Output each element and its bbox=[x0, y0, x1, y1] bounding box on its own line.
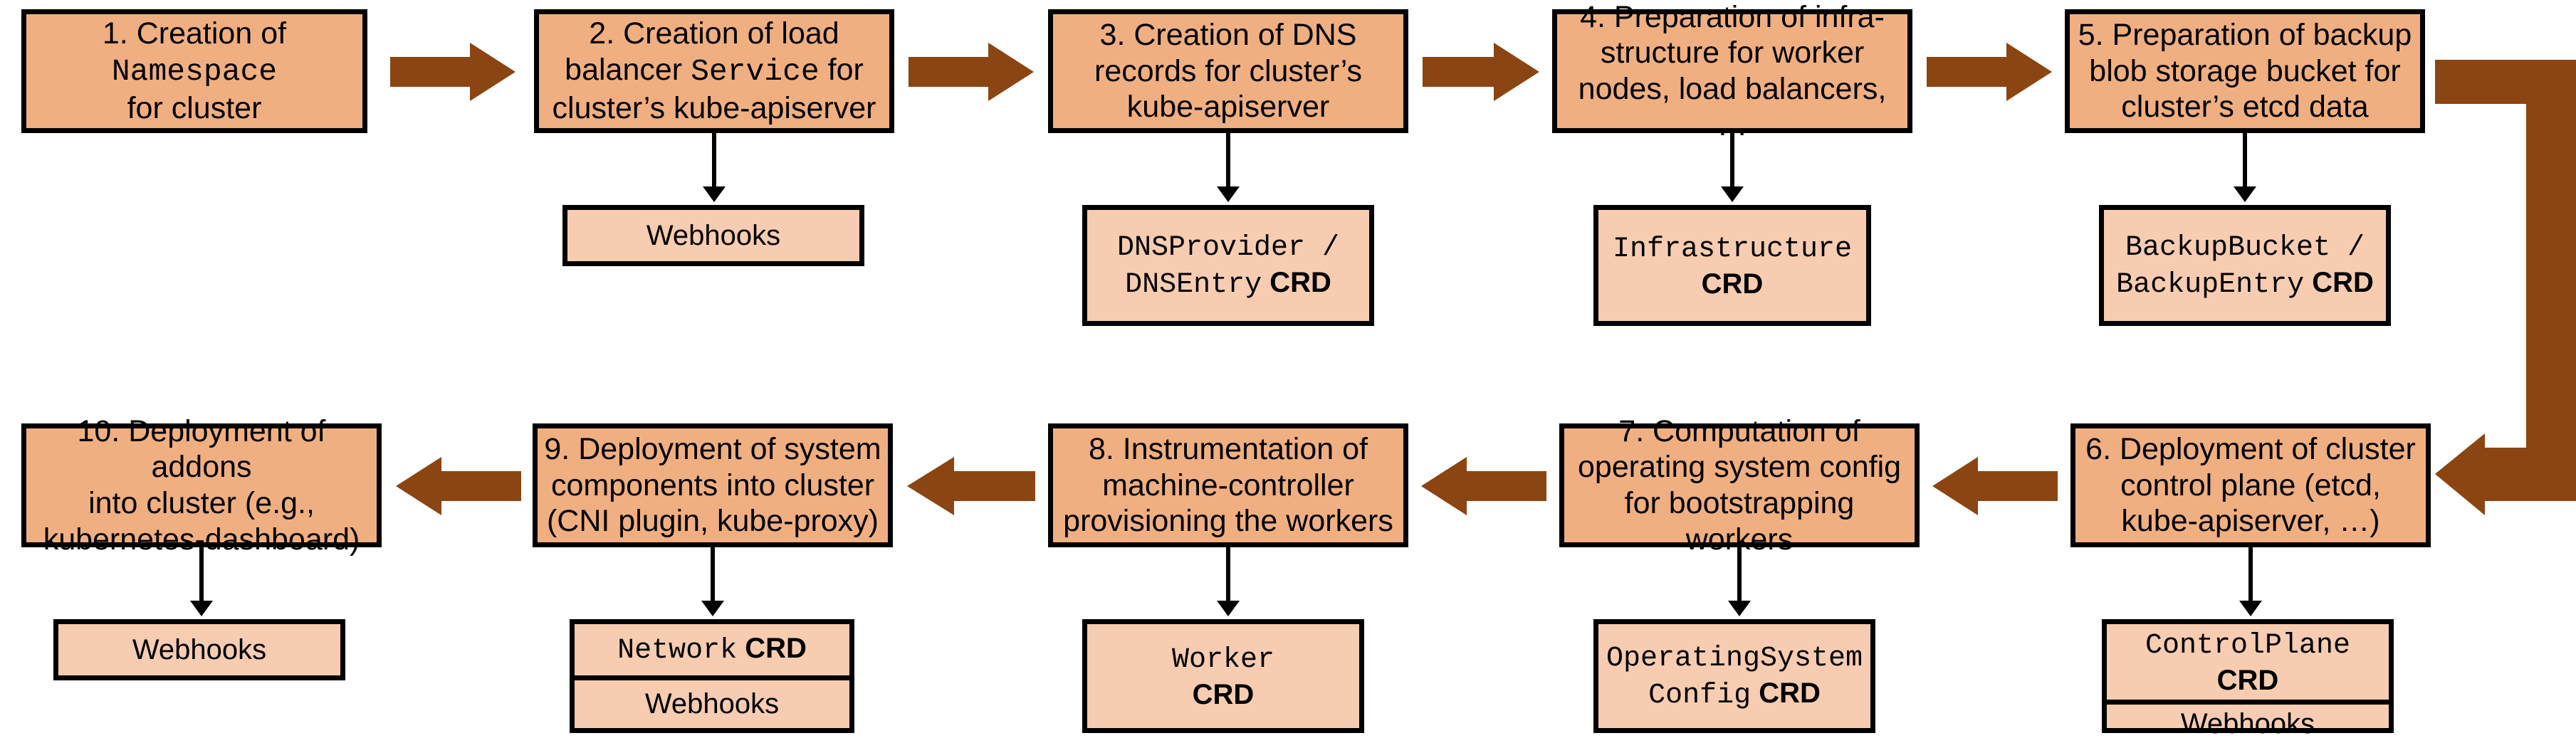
step-box-6[interactable]: 6. Deployment of cluster control plane (… bbox=[2070, 423, 2431, 547]
step-2-line-1: 2. Creation of load bbox=[589, 16, 839, 51]
artifact-cell-webhooks: Webhooks bbox=[575, 675, 849, 729]
connector-head-step-9 bbox=[701, 601, 724, 616]
step-1-line-3: for cluster bbox=[127, 90, 262, 125]
step-10-text: 10. Deployment of addons into cluster (e… bbox=[32, 413, 371, 558]
flow-arrow-1-to-2 bbox=[390, 43, 515, 101]
step-9-line-3: (CNI plugin, kube-proxy) bbox=[546, 504, 879, 539]
connector-step-5 bbox=[2243, 133, 2247, 191]
step-10-line-2: into cluster (e.g., bbox=[88, 486, 315, 520]
step-4-line-3: nodes, load balancers, … bbox=[1578, 72, 1887, 142]
step-3-line-3: kube-apiserver bbox=[1126, 90, 1330, 125]
step-1-line-1: 1. Creation of bbox=[102, 16, 287, 51]
step-6-line-2: control plane (etcd, bbox=[2120, 468, 2381, 502]
step-4-line-1: 4. Preparation of infra- bbox=[1580, 0, 1885, 34]
step-1-text: 1. Creation of Namespace for cluster bbox=[32, 16, 357, 126]
connector-head-step-10 bbox=[190, 601, 213, 616]
step-box-1[interactable]: 1. Creation of Namespace for cluster bbox=[21, 9, 367, 133]
flow-arrow-7-to-8 bbox=[1421, 457, 1546, 515]
step-3-line-1: 3. Creation of DNS bbox=[1099, 17, 1357, 52]
artifact-cell-osc-crd: OperatingSystem Config CRD bbox=[1606, 643, 1863, 712]
step-9-text: 9. Deployment of system components into … bbox=[543, 431, 882, 539]
step-5-line-3: cluster’s etcd data bbox=[2121, 90, 2369, 125]
artifact-box-step-3[interactable]: DNSProvider / DNSEntry CRD bbox=[1082, 205, 1374, 326]
step-box-4[interactable]: 4. Preparation of infra- structure for w… bbox=[1552, 0, 1912, 142]
step-6-line-3: kube-apiserver, …) bbox=[2121, 504, 2380, 539]
step-8-line-2: machine-controller bbox=[1102, 468, 1354, 502]
artifact-cell-backupbucket-crd: BackupBucket / BackupEntry CRD bbox=[2116, 232, 2374, 301]
step-box-7[interactable]: 7. Computation of operating system confi… bbox=[1559, 414, 1920, 557]
step-9-line-2: components into cluster bbox=[550, 468, 875, 502]
artifact-cell-controlplane-crd: ControlPlane CRD bbox=[2145, 630, 2351, 696]
step-3-line-2: records for cluster’s bbox=[1094, 53, 1362, 88]
artifact-box-step-5[interactable]: BackupBucket / BackupEntry CRD bbox=[2099, 205, 2391, 326]
connector-step-3 bbox=[1226, 133, 1230, 191]
artifact-cell-network-crd: Network CRD bbox=[617, 632, 807, 667]
connector-step-2 bbox=[712, 133, 716, 191]
connector-head-step-8 bbox=[1217, 601, 1240, 616]
step-6-line-1: 6. Deployment of cluster bbox=[2085, 431, 2416, 466]
artifact-cell-webhooks: Webhooks bbox=[646, 220, 781, 251]
artifact-box-step-8[interactable]: Worker CRD bbox=[1082, 619, 1364, 733]
step-5-text: 5. Preparation of backup blob storage bu… bbox=[2075, 17, 2414, 125]
connector-step-8 bbox=[1226, 547, 1230, 606]
step-10-line-1: 10. Deployment of addons bbox=[77, 413, 326, 485]
artifact-cell-webhooks: Webhooks bbox=[132, 634, 267, 665]
connector-step-7 bbox=[1737, 547, 1742, 606]
step-3-text: 3. Creation of DNS records for cluster’s… bbox=[1059, 17, 1398, 125]
step-2-line-3: cluster’s kube-apiserver bbox=[552, 90, 876, 125]
artifact-box-step-4[interactable]: Infrastructure CRD bbox=[1593, 205, 1871, 326]
step-8-line-1: 8. Instrumentation of bbox=[1089, 431, 1368, 466]
step-8-line-3: provisioning the workers bbox=[1063, 504, 1393, 539]
connector-head-step-2 bbox=[703, 186, 726, 202]
artifact-cell-webhooks: Webhooks bbox=[2107, 700, 2389, 743]
flow-arrow-5-to-6 bbox=[2435, 60, 2576, 515]
step-8-text: 8. Instrumentation of machine-controller… bbox=[1059, 431, 1398, 539]
step-box-9[interactable]: 9. Deployment of system components into … bbox=[533, 423, 893, 547]
flow-arrow-9-to-10 bbox=[396, 457, 521, 515]
step-box-3[interactable]: 3. Creation of DNS records for cluster’s… bbox=[1048, 9, 1408, 133]
step-9-line-1: 9. Deployment of system bbox=[544, 431, 881, 466]
connector-head-step-6 bbox=[2239, 601, 2262, 616]
step-5-line-2: blob storage bucket for bbox=[2089, 53, 2401, 88]
step-1-line-2: Namespace bbox=[111, 54, 278, 90]
connector-head-step-5 bbox=[2234, 186, 2256, 202]
flow-arrow-6-to-7 bbox=[1932, 457, 2058, 515]
step-7-line-1: 7. Computation of bbox=[1618, 413, 1860, 448]
artifact-box-step-2[interactable]: Webhooks bbox=[562, 205, 864, 266]
connector-step-9 bbox=[711, 547, 715, 606]
artifact-cell-infrastructure-crd: Infrastructure CRD bbox=[1612, 233, 1853, 300]
step-5-line-1: 5. Preparation of backup bbox=[2078, 17, 2412, 52]
connector-head-step-3 bbox=[1217, 186, 1240, 202]
flow-arrow-2-to-3 bbox=[909, 43, 1034, 101]
artifact-box-step-10[interactable]: Webhooks bbox=[53, 619, 345, 680]
artifact-cell-dns-crd: DNSProvider / DNSEntry CRD bbox=[1116, 232, 1340, 301]
step-box-10[interactable]: 10. Deployment of addons into cluster (e… bbox=[21, 414, 382, 557]
connector-step-4 bbox=[1730, 133, 1734, 191]
connector-head-step-7 bbox=[1728, 601, 1751, 616]
step-4-line-2: structure for worker bbox=[1600, 36, 1865, 70]
step-4-text: 4. Preparation of infra- structure for w… bbox=[1563, 0, 1902, 143]
step-box-2[interactable]: 2. Creation of load balancer Service for… bbox=[534, 9, 894, 133]
step-7-line-3: for bootstrapping workers bbox=[1624, 486, 1855, 557]
step-box-5[interactable]: 5. Preparation of backup blob storage bu… bbox=[2065, 9, 2425, 133]
flow-arrow-3-to-4 bbox=[1423, 43, 1539, 101]
flow-arrow-4-to-5 bbox=[1927, 43, 2052, 101]
connector-step-10 bbox=[199, 547, 204, 606]
step-2-text: 2. Creation of load balancer Service for… bbox=[545, 16, 884, 126]
artifact-box-step-9[interactable]: Network CRD Webhooks bbox=[570, 619, 854, 733]
flow-arrow-8-to-9 bbox=[907, 457, 1035, 515]
step-6-text: 6. Deployment of cluster control plane (… bbox=[2081, 431, 2420, 539]
artifact-box-step-7[interactable]: OperatingSystem Config CRD bbox=[1593, 619, 1875, 733]
artifact-box-step-6[interactable]: ControlPlane CRD Webhooks bbox=[2102, 619, 2394, 739]
step-box-8[interactable]: 8. Instrumentation of machine-controller… bbox=[1048, 423, 1408, 547]
connector-step-6 bbox=[2248, 547, 2253, 606]
step-2-line-2: balancer Service for bbox=[565, 53, 864, 90]
artifact-cell-worker-crd: Worker CRD bbox=[1171, 644, 1275, 710]
step-7-line-2: operating system config bbox=[1577, 450, 1902, 485]
connector-head-step-4 bbox=[1721, 186, 1744, 202]
step-7-text: 7. Computation of operating system confi… bbox=[1570, 413, 1909, 558]
